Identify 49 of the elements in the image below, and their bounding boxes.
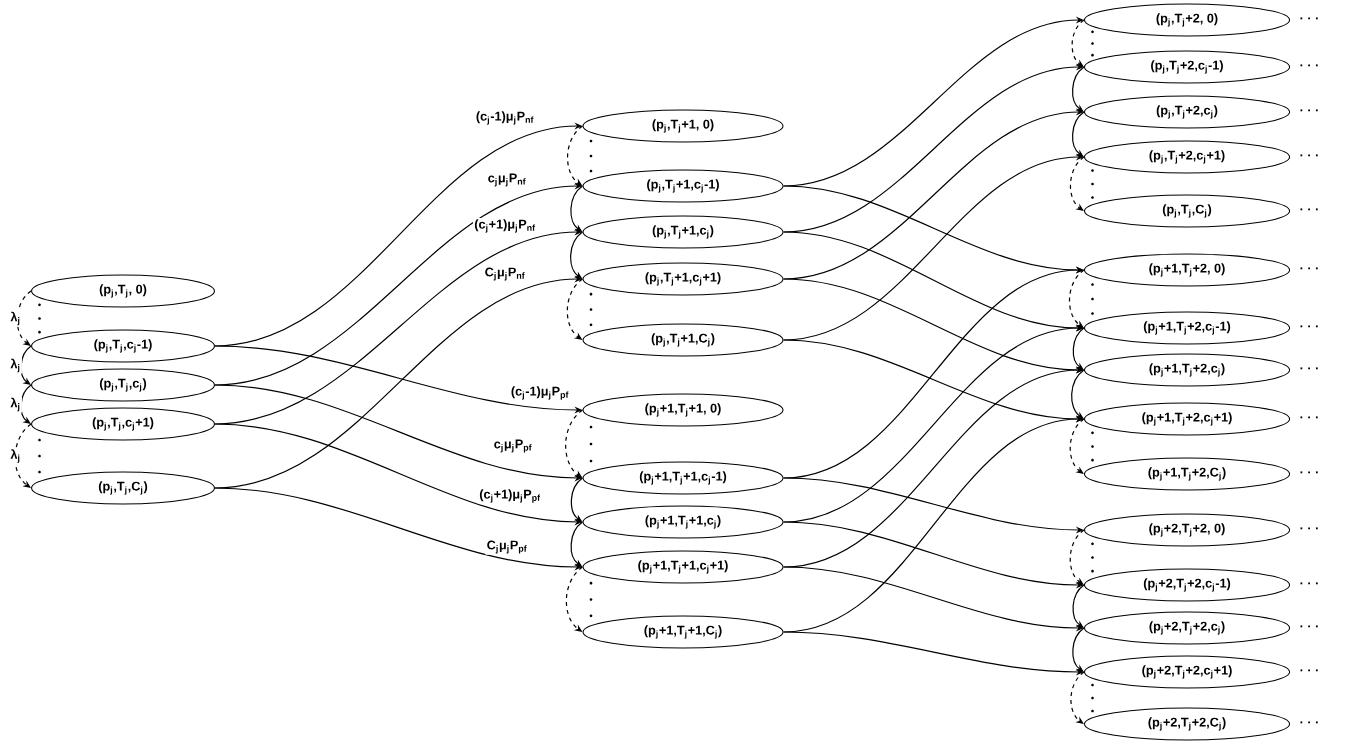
- edge-label: λ$_{j}$: [9, 447, 22, 465]
- ellipsis-text: · · ·: [1300, 416, 1318, 419]
- arrow: [1071, 369, 1085, 419]
- edge-label: λ$_{j}$: [9, 396, 22, 413]
- ellipsis-text: · · ·: [1300, 721, 1318, 724]
- edge-label: λ$_{j}$: [9, 357, 22, 374]
- arrow: [570, 231, 584, 279]
- arrow: [1069, 156, 1085, 211]
- arrow: [570, 477, 584, 522]
- edge-label: (c$_{j}$-1)μ$_{j}$P$_{pf}$: [509, 385, 571, 401]
- edge-label: (c$_{j}$+1)μ$_{j}$P$_{pf}$: [477, 488, 543, 504]
- edge-label: λ$_{j}$: [9, 310, 22, 327]
- arrow: [566, 278, 584, 340]
- arrow: [20, 384, 32, 424]
- arrow: [565, 409, 584, 478]
- ellipsis-text: · · ·: [1300, 471, 1318, 474]
- arrow: [1072, 584, 1085, 628]
- ellipsis-text: · · ·: [1300, 669, 1318, 672]
- ellipsis-text: · · ·: [1300, 154, 1318, 157]
- arrow: [565, 566, 584, 632]
- ellipsis-text: · · ·: [1300, 625, 1318, 628]
- ellipsis-text: · · ·: [1300, 17, 1318, 20]
- arrow: [1072, 627, 1085, 672]
- edge-label: c$_{j}$μ$_{j}$P$_{nf}$: [486, 172, 528, 188]
- arrow: [1069, 529, 1085, 585]
- arrow: [14, 423, 32, 488]
- arrow: [570, 521, 584, 567]
- arrow: [20, 345, 32, 385]
- ellipsis-text: · · ·: [1300, 109, 1318, 112]
- arrow: [1072, 66, 1085, 112]
- arrow: [567, 125, 584, 186]
- ellipsis-text: · · ·: [1300, 208, 1318, 211]
- arrow: [16, 290, 32, 346]
- arrow: [1071, 19, 1085, 67]
- arrow: [1072, 111, 1085, 157]
- ellipsis-text: · · ·: [1300, 64, 1318, 67]
- arrow: [1072, 327, 1085, 370]
- arrow: [1069, 418, 1085, 474]
- edge-label: c$_{j}$μ$_{j}$P$_{pf}$: [492, 438, 534, 454]
- arrow: [1068, 269, 1085, 328]
- ellipsis-text: · · ·: [1300, 325, 1318, 328]
- edge-label: (c$_{j}$+1)μ$_{j}$P$_{nf}$: [472, 218, 538, 234]
- arrow: [1070, 671, 1085, 724]
- ellipsis-text: · · ·: [1300, 367, 1318, 370]
- edge-label: C$_{j}$μ$_{j}$P$_{pf}$: [485, 539, 529, 555]
- ellipsis-text: · · ·: [1300, 582, 1318, 585]
- edge-label: C$_{j}$μ$_{j}$P$_{nf}$: [483, 266, 527, 282]
- edge-label: (c$_{j}$-1)μ$_{j}$P$_{nf}$: [474, 110, 536, 126]
- arrow: [570, 185, 584, 232]
